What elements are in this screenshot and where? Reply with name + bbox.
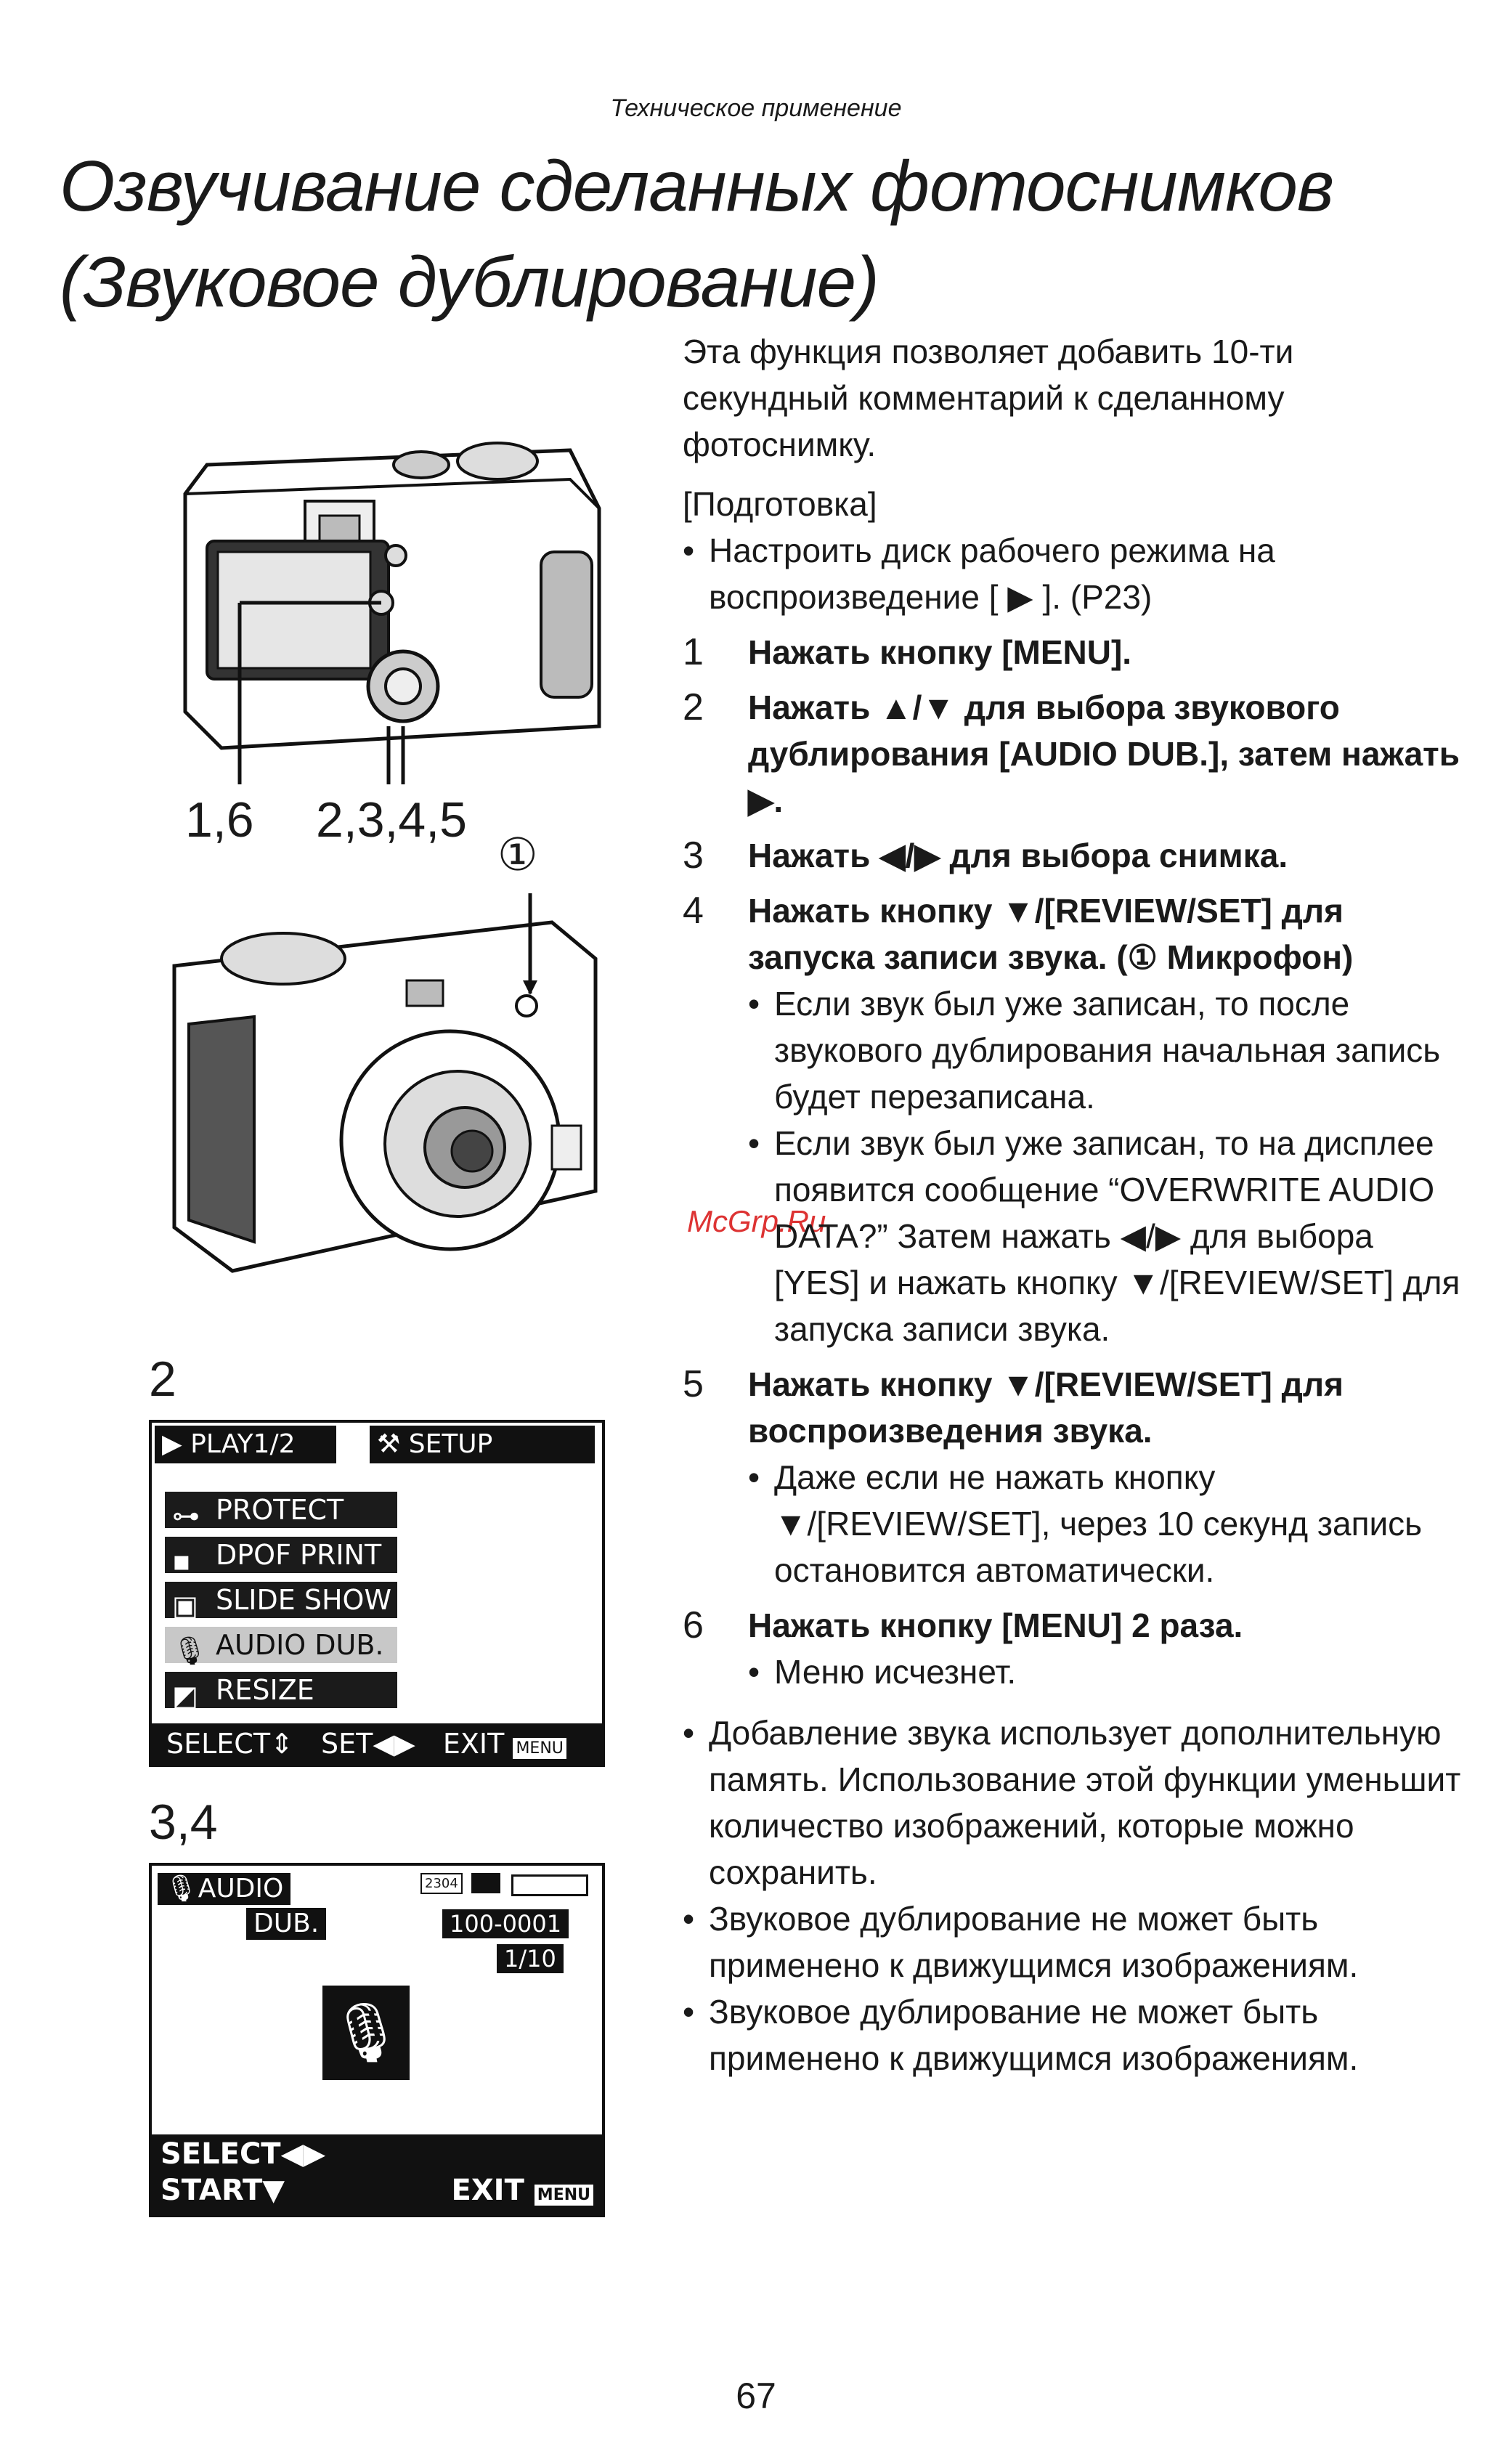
button-callout-1-6: 1,6 bbox=[185, 792, 254, 848]
step-6-bullet: •Меню исчезнет. bbox=[748, 1653, 1017, 1691]
audio-bottom-bar: SELECT◀▶ START▼ EXIT MENU bbox=[152, 2134, 602, 2214]
instruction-column: Эта функция позволяет добавить 10-ти сек… bbox=[683, 328, 1467, 2081]
menu-screen: ▶ PLAY1/2 ⚒ SETUP ⊶PROTECT ▪DPOF PRINT ▣… bbox=[149, 1420, 605, 1767]
audio-label: 🎙AUDIO bbox=[158, 1873, 291, 1905]
print-icon: ▪ bbox=[172, 1545, 191, 1577]
step-5-bullet: •Даже если не нажать кнопку ▼/[REVIEW/SE… bbox=[748, 1458, 1423, 1589]
camera-front-illustration bbox=[172, 893, 598, 1273]
exit-hint: EXIT bbox=[451, 2174, 524, 2207]
battery-icon bbox=[511, 1874, 588, 1896]
button-callout-2-5: 2,3,4,5 bbox=[316, 792, 467, 848]
resolution-badge: 2304 bbox=[420, 1873, 463, 1894]
menu-bottom-bar: SELECT⇕ SET◀▶ EXIT MENU bbox=[152, 1723, 602, 1764]
key-icon: ⊶ bbox=[172, 1500, 200, 1532]
step-4-bullet-1: •Если звук был уже записан, то после зву… bbox=[748, 985, 1441, 1116]
tab-setup[interactable]: ⚒ SETUP bbox=[370, 1426, 595, 1463]
leftright-icon: ◀▶ bbox=[373, 1728, 415, 1760]
intro-text: Эта функция позволяет добавить 10-ти сек… bbox=[683, 333, 1294, 463]
microphone-icon: 🎙 bbox=[165, 1874, 198, 1903]
camera-back-illustration bbox=[183, 442, 601, 784]
menu-key-icon: MENU bbox=[513, 1738, 566, 1759]
microphone-icon: 🎙 bbox=[322, 1986, 410, 2080]
page-number: 67 bbox=[736, 2376, 776, 2416]
image-count: 1/10 bbox=[497, 1944, 564, 1973]
title-line-2: (Звуковое дублирование) bbox=[60, 242, 879, 322]
audio-dub-screen: 🎙AUDIO DUB. 2304 100-0001 1/10 🎙 SELECT◀… bbox=[149, 1863, 605, 2217]
menu-item-slide-show[interactable]: ▣SLIDE SHOW bbox=[165, 1582, 397, 1622]
note-1: •Добавление звука использует дополнитель… bbox=[683, 1714, 1461, 1891]
figure-2-label: 2 bbox=[149, 1352, 176, 1407]
quality-icon bbox=[471, 1873, 500, 1893]
start-hint: START bbox=[160, 2174, 263, 2207]
set-hint: SET bbox=[321, 1728, 373, 1760]
select-hint: SELECT bbox=[166, 1728, 271, 1760]
play-icon: ▶ bbox=[162, 1429, 191, 1459]
watermark: McGrp.Ru bbox=[687, 1204, 826, 1238]
menu-item-resize[interactable]: ◩RESIZE bbox=[165, 1672, 397, 1712]
prep-bullet: •Настроить диск рабочего режима на воспр… bbox=[683, 532, 1275, 616]
microphone-icon: 🎙 bbox=[172, 1635, 208, 1667]
select-hint: SELECT bbox=[160, 2137, 281, 2171]
note-2: •Звуковое дублирование не может быть при… bbox=[683, 1900, 1359, 1984]
menu-item-protect[interactable]: ⊶PROTECT bbox=[165, 1492, 397, 1532]
tab-play[interactable]: ▶ PLAY1/2 bbox=[155, 1426, 336, 1463]
resize-icon: ◩ bbox=[172, 1680, 198, 1712]
dub-label: DUB. bbox=[246, 1908, 327, 1940]
down-arrow-icon: ▼ bbox=[262, 2174, 285, 2207]
menu-item-dpof-print[interactable]: ▪DPOF PRINT bbox=[165, 1537, 397, 1577]
section-header: Техническое применение bbox=[610, 94, 902, 122]
microphone-callout: ① bbox=[497, 830, 538, 880]
folder-number: 100-0001 bbox=[442, 1909, 569, 1938]
page-title: Озвучивание сделанных фотоснимков (Звуко… bbox=[60, 138, 1334, 330]
menu-key-icon: MENU bbox=[534, 2185, 593, 2206]
leftright-icon: ◀▶ bbox=[280, 2137, 326, 2171]
exit-hint: EXIT bbox=[442, 1728, 505, 1760]
figure-34-label: 3,4 bbox=[149, 1795, 218, 1850]
step-4-bullet-2: •Если звук был уже записан, то на диспле… bbox=[748, 1124, 1460, 1348]
title-line-1: Озвучивание сделанных фотоснимков bbox=[60, 146, 1334, 226]
slideshow-icon: ▣ bbox=[172, 1590, 198, 1622]
note-3: •Звуковое дублирование не может быть при… bbox=[683, 1993, 1359, 2077]
prep-heading: [Подготовка] bbox=[683, 485, 877, 523]
updown-icon: ⇕ bbox=[270, 1728, 293, 1760]
wrench-icon: ⚒ bbox=[377, 1429, 409, 1459]
menu-item-audio-dub[interactable]: 🎙AUDIO DUB. bbox=[165, 1627, 397, 1667]
